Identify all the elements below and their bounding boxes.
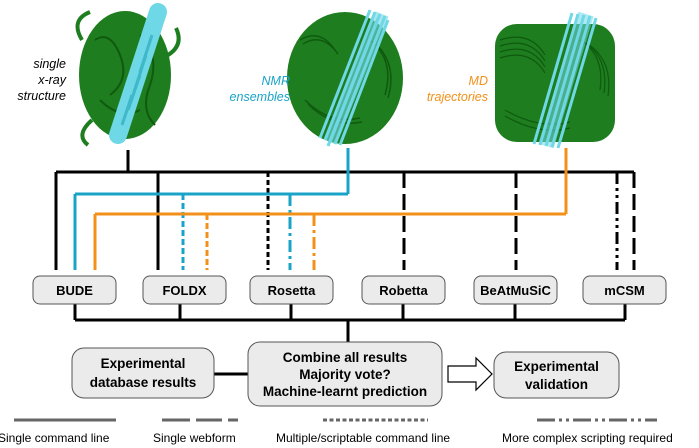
tool-beatmusic: BeAtMuSiC bbox=[473, 275, 558, 305]
combine-results-box: Combine all results Majority vote? Machi… bbox=[247, 341, 443, 407]
database-results-box: Experimental database results bbox=[71, 347, 215, 399]
svg-text:x-ray: x-ray bbox=[37, 73, 67, 87]
svg-text:BUDE: BUDE bbox=[56, 283, 93, 298]
svg-text:FOLDX: FOLDX bbox=[162, 283, 206, 298]
md-label: MD trajectories bbox=[427, 74, 488, 104]
svg-text:Robetta: Robetta bbox=[379, 283, 428, 298]
md-connectors bbox=[93, 148, 568, 270]
md-trajectory-image bbox=[495, 11, 615, 149]
arrow-icon bbox=[447, 356, 493, 392]
svg-text:trajectories: trajectories bbox=[427, 90, 488, 104]
svg-text:Experimental: Experimental bbox=[514, 359, 599, 374]
legend-single-command: Single command line bbox=[0, 431, 110, 445]
xray-structure-image bbox=[75, 3, 181, 147]
svg-text:database results: database results bbox=[90, 375, 197, 390]
svg-text:MD: MD bbox=[469, 74, 488, 88]
svg-text:NMR: NMR bbox=[262, 74, 290, 88]
xray-label: single x-ray structure bbox=[17, 57, 66, 103]
svg-text:BeAtMuSiC: BeAtMuSiC bbox=[480, 283, 551, 298]
tool-bude: BUDE bbox=[32, 275, 117, 305]
tool-foldx: FOLDX bbox=[142, 275, 227, 305]
svg-text:validation: validation bbox=[525, 377, 588, 392]
tool-robetta: Robetta bbox=[361, 275, 446, 305]
output-connectors bbox=[73, 304, 627, 376]
tool-mcsm: mCSM bbox=[582, 275, 667, 305]
svg-text:ensembles: ensembles bbox=[230, 90, 290, 104]
svg-text:structure: structure bbox=[17, 89, 66, 103]
legend-complex: More complex scripting required bbox=[502, 431, 673, 445]
legend: Single command line Single webform Multi… bbox=[0, 418, 673, 445]
svg-text:Majority vote?: Majority vote? bbox=[299, 367, 391, 382]
nmr-label: NMR ensembles bbox=[230, 74, 290, 104]
nmr-connectors bbox=[73, 148, 350, 270]
validation-box: Experimental validation bbox=[493, 351, 620, 399]
svg-text:Rosetta: Rosetta bbox=[268, 283, 316, 298]
svg-text:Machine-learnt prediction: Machine-learnt prediction bbox=[263, 384, 427, 399]
legend-webform: Single webform bbox=[153, 431, 236, 445]
svg-text:Combine all results: Combine all results bbox=[283, 350, 408, 365]
svg-text:mCSM: mCSM bbox=[604, 283, 644, 298]
svg-text:Experimental: Experimental bbox=[101, 356, 186, 371]
xray-connectors bbox=[54, 150, 636, 270]
nmr-ensemble-image bbox=[287, 9, 403, 147]
tool-rosetta: Rosetta bbox=[249, 275, 334, 305]
svg-text:single: single bbox=[33, 57, 66, 71]
legend-multiple: Multiple/scriptable command line bbox=[276, 431, 450, 445]
